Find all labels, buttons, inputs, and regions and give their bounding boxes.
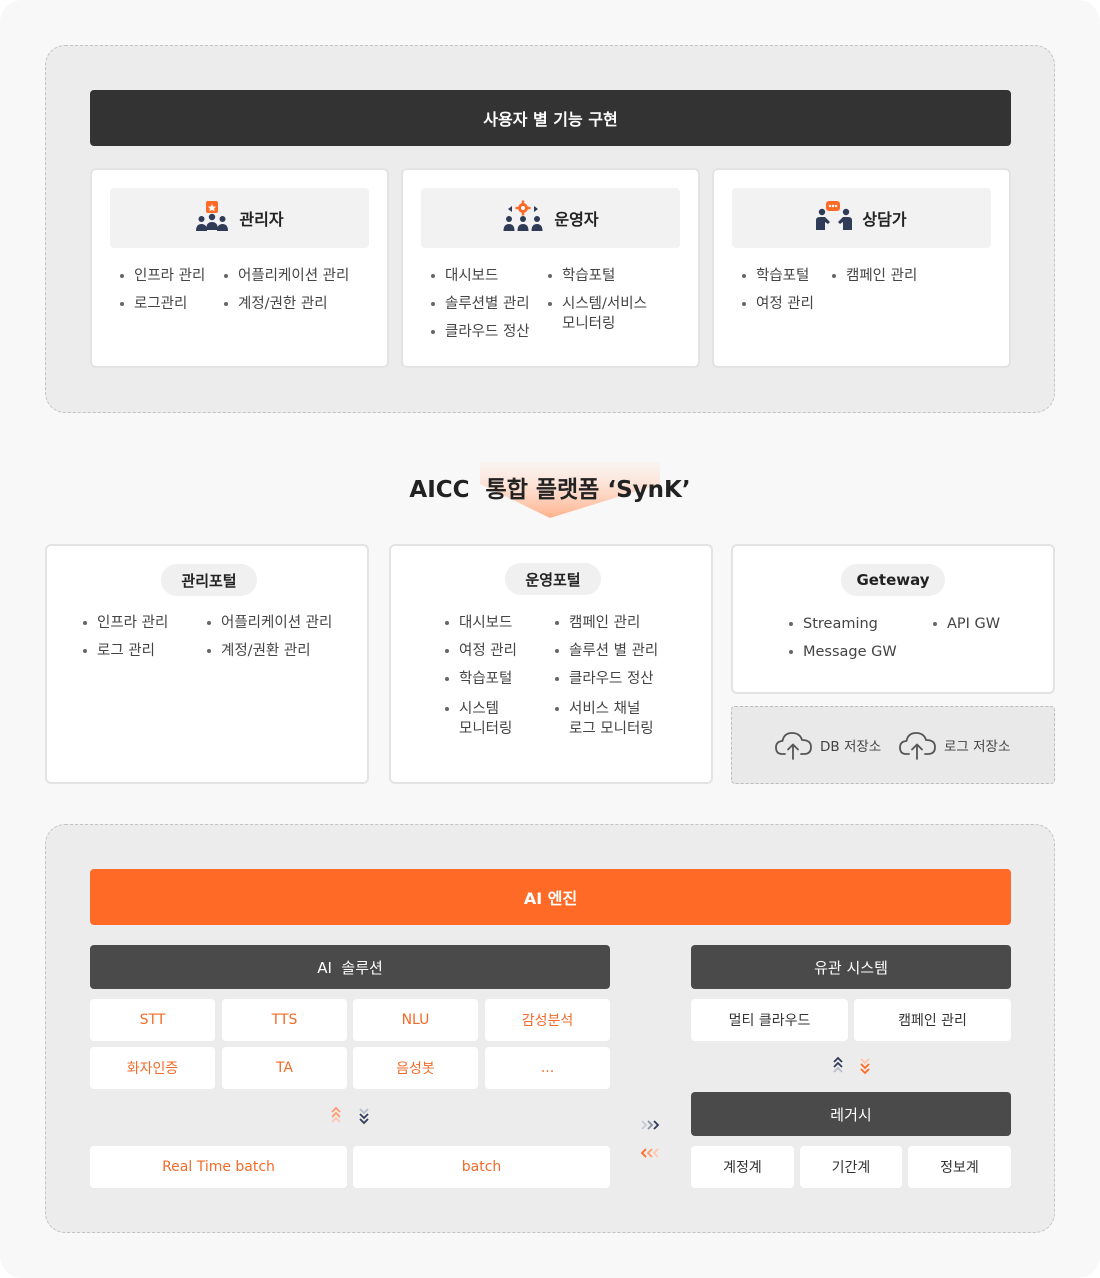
solution-item: NLU [353, 999, 478, 1041]
log-storage: 로그 저장소 [898, 729, 1010, 761]
list-item: 여정 관리 [445, 641, 517, 661]
cloud-upload-icon [775, 732, 812, 760]
related-systems-title: 유관 시스템 [691, 945, 1011, 989]
db-storage: DB 저장소 [774, 729, 881, 761]
list-item: 시스템 모니터링 [445, 699, 512, 739]
list-item: 인프라 관리 [83, 613, 168, 633]
role-card-counselor: 상담가 학습포털 여정 관리 캠페인 관리 [712, 168, 1011, 368]
admin-group-icon [195, 200, 229, 236]
users-section-title: 사용자 별 기능 구현 [90, 90, 1011, 146]
right-arrows-icon [641, 1120, 660, 1130]
counselor-icon [816, 201, 853, 235]
solution-item: TA [222, 1047, 347, 1089]
list-item: 학습포털 [742, 266, 809, 286]
role-name-admin: 관리자 [239, 210, 284, 229]
list-item: 솔루션별 관리 [431, 294, 530, 314]
list-item: 계정/권한 관리 [224, 294, 328, 314]
admin-portal-card: 관리포털 인프라 관리 로그 관리 어플리케이션 관리 계정/권환 관리 [45, 544, 369, 784]
batch-box: batch [353, 1146, 610, 1188]
role-header-admin: 관리자 [110, 188, 369, 248]
solution-item: ... [485, 1047, 610, 1089]
list-item: 서비스 채널 로그 모니터링 [555, 699, 654, 739]
ai-solutions-title: AI 솔루션 [90, 945, 610, 989]
role-card-admin: 관리자 인프라 관리 로그관리 어플리케이션 관리 계정/권한 관리 [90, 168, 389, 368]
role-name-operator: 운영자 [554, 210, 599, 229]
list-item: 계정/권환 관리 [207, 641, 311, 661]
legacy-item: 정보계 [908, 1146, 1011, 1188]
ai-engine-title: AI 엔진 [90, 869, 1011, 925]
list-item: 인프라 관리 [120, 266, 205, 286]
list-item: 로그 관리 [83, 641, 155, 661]
list-item: 클라우드 정산 [555, 669, 654, 689]
legacy-item: 기간계 [800, 1146, 902, 1188]
list-item: 학습포털 [445, 669, 512, 689]
list-item: 어플리케이션 관리 [207, 613, 332, 633]
related-item: 캠페인 관리 [854, 999, 1011, 1041]
db-storage-label: DB 저장소 [820, 739, 882, 755]
realtime-batch-box: Real Time batch [90, 1146, 347, 1188]
solution-item: STT [90, 999, 215, 1041]
list-item: 로그관리 [120, 294, 187, 314]
gateway-title: Geteway [841, 564, 945, 596]
list-item: 캠페인 관리 [555, 613, 640, 633]
up-down-arrows-icon [833, 1056, 870, 1075]
list-item: 학습포털 [548, 266, 615, 286]
list-item: Streaming [789, 614, 878, 634]
role-header-counselor: 상담가 [732, 188, 991, 248]
list-item: 솔루션 별 관리 [555, 641, 658, 661]
storage-box: DB 저장소 로그 저장소 [731, 706, 1055, 784]
up-down-arrows-icon [331, 1106, 369, 1125]
list-item: 시스템/서비스 모니터링 [548, 294, 647, 334]
list-item: API GW [933, 614, 1000, 634]
list-item: 여정 관리 [742, 294, 814, 314]
legacy-title: 레거시 [691, 1092, 1011, 1136]
cloud-upload-icon [899, 732, 936, 760]
solution-item: TTS [222, 999, 347, 1041]
gateway-card: Geteway Streaming Message GW API GW [731, 544, 1055, 694]
list-item: Message GW [789, 642, 897, 662]
log-storage-label: 로그 저장소 [944, 739, 1011, 755]
ops-portal-card: 운영포털 대시보드 여정 관리 학습포털 시스템 모니터링 캠페인 관리 솔루션… [389, 544, 713, 784]
list-item: 어플리케이션 관리 [224, 266, 349, 286]
operator-group-icon [502, 200, 544, 236]
list-item: 캠페인 관리 [832, 266, 917, 286]
platform-title: AICC 통합 플랫폼 ‘SynK’ [409, 477, 691, 503]
list-item: 대시보드 [445, 613, 512, 633]
list-item: 클라우드 정산 [431, 322, 530, 342]
ops-portal-title: 운영포털 [505, 563, 601, 595]
solution-item: 감성분석 [485, 999, 610, 1041]
role-header-operator: 운영자 [421, 188, 680, 248]
list-item: 대시보드 [431, 266, 498, 286]
related-item: 멀티 클라우드 [691, 999, 848, 1041]
left-arrows-icon [640, 1148, 659, 1158]
admin-portal-title: 관리포털 [161, 564, 257, 596]
legacy-item: 계정계 [691, 1146, 794, 1188]
platform-arrow-icon [480, 462, 660, 518]
solution-item: 음성봇 [353, 1047, 478, 1089]
role-name-counselor: 상담가 [862, 210, 907, 229]
role-card-operator: 운영자 대시보드 솔루션별 관리 클라우드 정산 학습포털 시스템/서비스 모니… [401, 168, 700, 368]
solution-item: 화자인증 [90, 1047, 215, 1089]
